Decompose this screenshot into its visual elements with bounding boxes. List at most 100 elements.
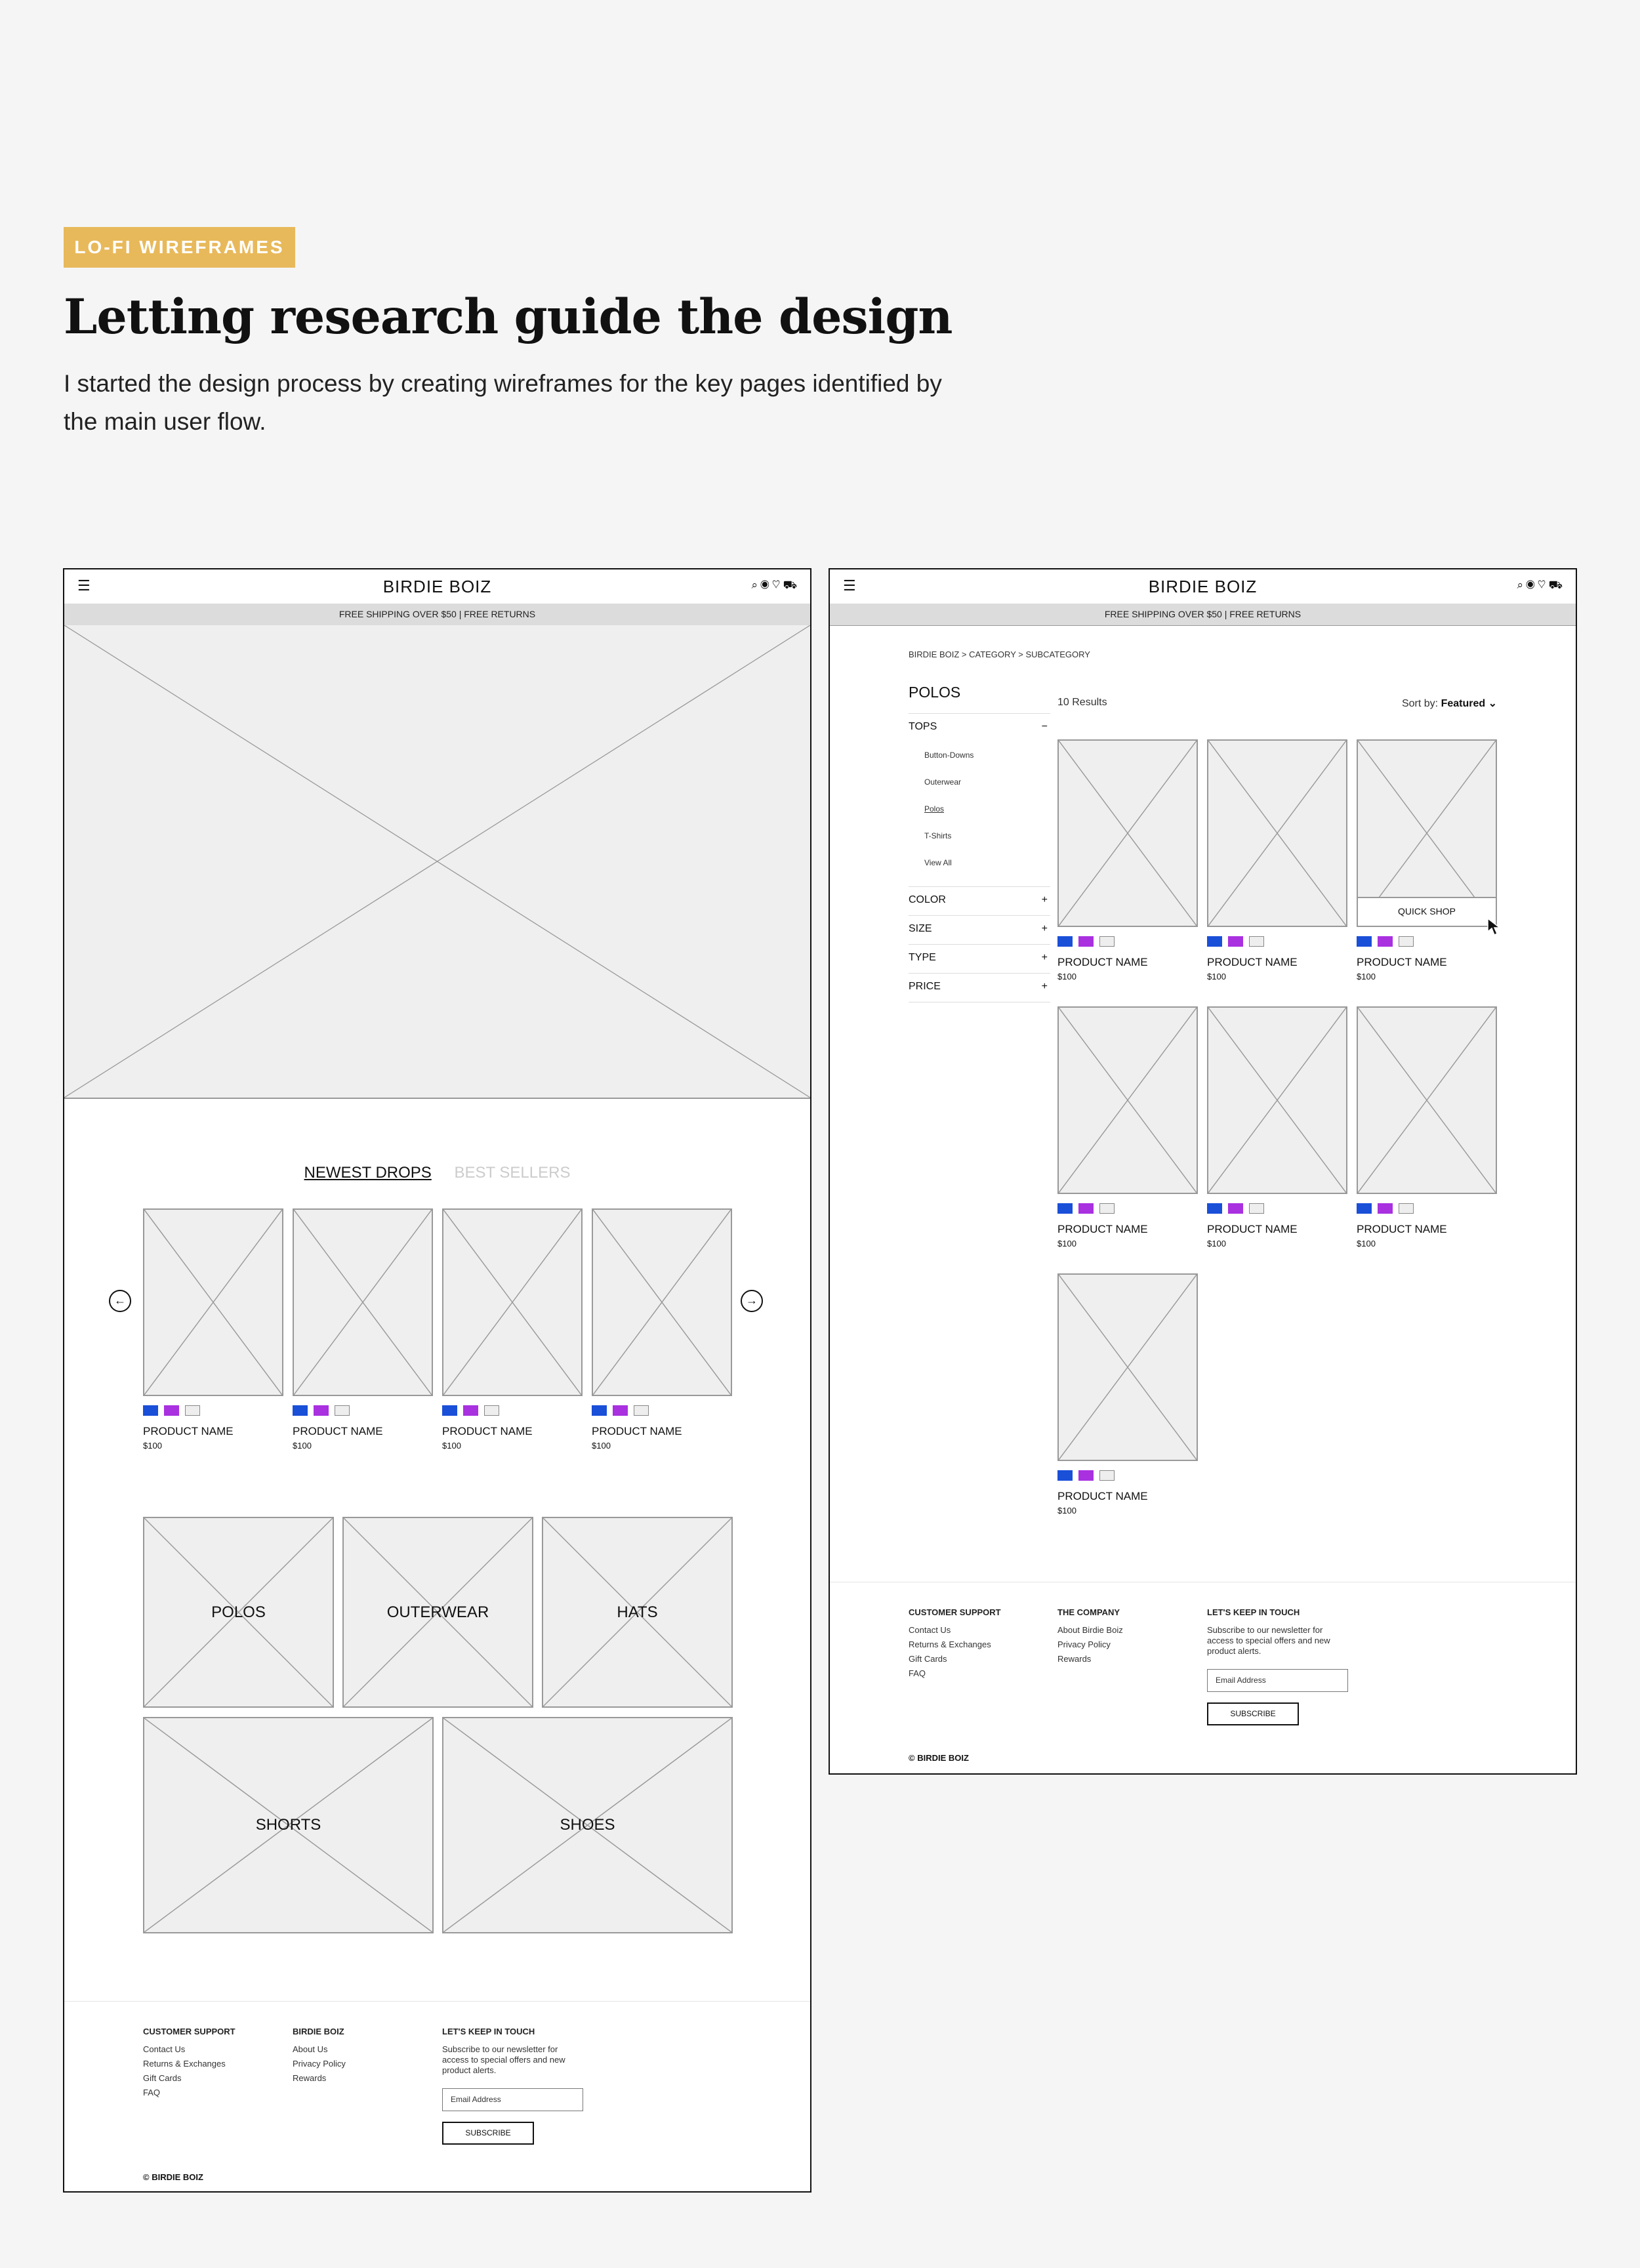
swatch-blue[interactable] [1207, 1203, 1222, 1214]
swatch-blue[interactable] [1207, 936, 1222, 947]
product-name[interactable]: PRODUCT NAME [1207, 1223, 1298, 1235]
filter-sub-view-all[interactable]: View All [924, 858, 952, 867]
swatch-white[interactable] [1399, 936, 1414, 947]
product-name[interactable]: PRODUCT NAME [1207, 956, 1298, 968]
email-field[interactable]: Email Address [442, 2088, 583, 2111]
product-image[interactable] [1207, 1006, 1347, 1194]
email-field[interactable]: Email Address [1207, 1669, 1348, 1692]
swatch-blue[interactable] [293, 1405, 308, 1416]
product-name[interactable]: PRODUCT NAME [293, 1425, 383, 1437]
swatch-blue[interactable] [1057, 936, 1073, 947]
cart-icon[interactable]: ⛟ [1548, 579, 1565, 591]
swatch-white[interactable] [484, 1405, 499, 1416]
product-name[interactable]: PRODUCT NAME [592, 1425, 682, 1437]
filter-price[interactable]: PRICE+ [909, 981, 1048, 993]
swatch-white[interactable] [1249, 1203, 1264, 1214]
product-image[interactable] [1207, 739, 1347, 927]
swatch-white[interactable] [634, 1405, 649, 1416]
filter-sub-outerwear[interactable]: Outerwear [924, 777, 962, 787]
filter-sub-polos[interactable]: Polos [924, 804, 945, 814]
footer-link[interactable]: Contact Us [909, 1625, 951, 1635]
product-name[interactable]: PRODUCT NAME [1057, 956, 1148, 968]
footer-link[interactable]: About Us [293, 2044, 328, 2054]
footer-link[interactable]: Returns & Exchanges [909, 1639, 991, 1649]
category-tile-shorts[interactable]: SHORTS [143, 1717, 434, 1933]
tab-best-sellers[interactable]: BEST SELLERS [454, 1164, 571, 1182]
swatch-purple[interactable] [1078, 1203, 1094, 1214]
subscribe-button[interactable]: SUBSCRIBE [442, 2122, 534, 2145]
footer-link[interactable]: Returns & Exchanges [143, 2059, 226, 2069]
swatch-white[interactable] [1399, 1203, 1414, 1214]
filter-color[interactable]: COLOR+ [909, 894, 1048, 906]
swatch-purple[interactable] [1378, 1203, 1393, 1214]
category-tile-hats[interactable]: HATS [542, 1517, 733, 1708]
swatch-white[interactable] [185, 1405, 200, 1416]
swatch-purple[interactable] [1078, 1470, 1094, 1481]
swatch-blue[interactable] [1057, 1203, 1073, 1214]
swatch-purple[interactable] [1228, 936, 1243, 947]
heart-icon[interactable]: ♡ [771, 579, 783, 591]
product-name[interactable]: PRODUCT NAME [1357, 956, 1447, 968]
category-tile-polos[interactable]: POLOS [143, 1517, 334, 1708]
brand-logo[interactable]: BIRDIE BOIZ [1148, 577, 1258, 596]
footer-link[interactable]: Rewards [1057, 1654, 1092, 1664]
tab-newest-drops[interactable]: NEWEST DROPS [304, 1164, 432, 1182]
sort-dropdown[interactable]: Sort by: Featured ⌄ [1402, 697, 1497, 710]
category-tile-outerwear[interactable]: OUTERWEAR [342, 1517, 533, 1708]
footer-link[interactable]: About Birdie Boiz [1057, 1625, 1123, 1635]
swatch-purple[interactable] [164, 1405, 179, 1416]
carousel-next-button[interactable]: → [741, 1290, 763, 1312]
carousel-prev-button[interactable]: ← [109, 1290, 131, 1312]
swatch-white[interactable] [335, 1405, 350, 1416]
swatch-blue[interactable] [592, 1405, 607, 1416]
product-name[interactable]: PRODUCT NAME [1057, 1490, 1148, 1502]
product-image[interactable] [293, 1208, 433, 1396]
product-image[interactable] [1357, 1006, 1497, 1194]
swatch-blue[interactable] [143, 1405, 158, 1416]
footer-link[interactable]: Gift Cards [143, 2073, 182, 2083]
filter-size[interactable]: SIZE+ [909, 923, 1048, 935]
product-image[interactable] [1057, 739, 1198, 927]
product-image[interactable] [592, 1208, 732, 1396]
footer-link[interactable]: FAQ [909, 1668, 926, 1678]
subscribe-button[interactable]: SUBSCRIBE [1207, 1702, 1299, 1725]
menu-icon[interactable]: ☰ [77, 577, 91, 594]
footer-link[interactable]: Privacy Policy [1057, 1639, 1111, 1649]
footer-link[interactable]: Contact Us [143, 2044, 186, 2054]
menu-icon[interactable]: ☰ [843, 577, 856, 594]
swatch-purple[interactable] [1078, 936, 1094, 947]
search-icon[interactable]: ⌕ [1517, 579, 1527, 591]
swatch-blue[interactable] [1357, 936, 1372, 947]
filter-tops[interactable]: TOPS− [909, 721, 1048, 733]
product-name[interactable]: PRODUCT NAME [442, 1425, 533, 1437]
category-tile-shoes[interactable]: SHOES [442, 1717, 733, 1933]
swatch-blue[interactable] [1057, 1470, 1073, 1481]
account-icon[interactable]: ◉ [760, 579, 772, 591]
cart-icon[interactable]: ⛟ [783, 579, 800, 591]
swatch-blue[interactable] [1357, 1203, 1372, 1214]
swatch-purple[interactable] [463, 1405, 478, 1416]
swatch-white[interactable] [1099, 936, 1115, 947]
heart-icon[interactable]: ♡ [1537, 579, 1549, 591]
footer-link[interactable]: Gift Cards [909, 1654, 947, 1664]
product-image[interactable] [1057, 1273, 1198, 1461]
product-name[interactable]: PRODUCT NAME [1057, 1223, 1148, 1235]
swatch-white[interactable] [1249, 936, 1264, 947]
swatch-purple[interactable] [613, 1405, 628, 1416]
account-icon[interactable]: ◉ [1526, 579, 1538, 591]
product-image[interactable] [1057, 1006, 1198, 1194]
filter-type[interactable]: TYPE+ [909, 952, 1048, 964]
swatch-white[interactable] [1099, 1203, 1115, 1214]
swatch-purple[interactable] [1228, 1203, 1243, 1214]
filter-sub-button-downs[interactable]: Button-Downs [924, 751, 974, 760]
footer-link[interactable]: Rewards [293, 2073, 327, 2083]
search-icon[interactable]: ⌕ [751, 579, 761, 591]
swatch-purple[interactable] [314, 1405, 329, 1416]
product-name[interactable]: PRODUCT NAME [143, 1425, 234, 1437]
footer-link[interactable]: FAQ [143, 2088, 161, 2097]
brand-logo[interactable]: BIRDIE BOIZ [382, 577, 492, 596]
product-image-hover[interactable]: QUICK SHOP [1357, 739, 1497, 927]
swatch-blue[interactable] [442, 1405, 457, 1416]
quick-shop-button[interactable]: QUICK SHOP [1358, 897, 1496, 926]
footer-link[interactable]: Privacy Policy [293, 2059, 346, 2069]
